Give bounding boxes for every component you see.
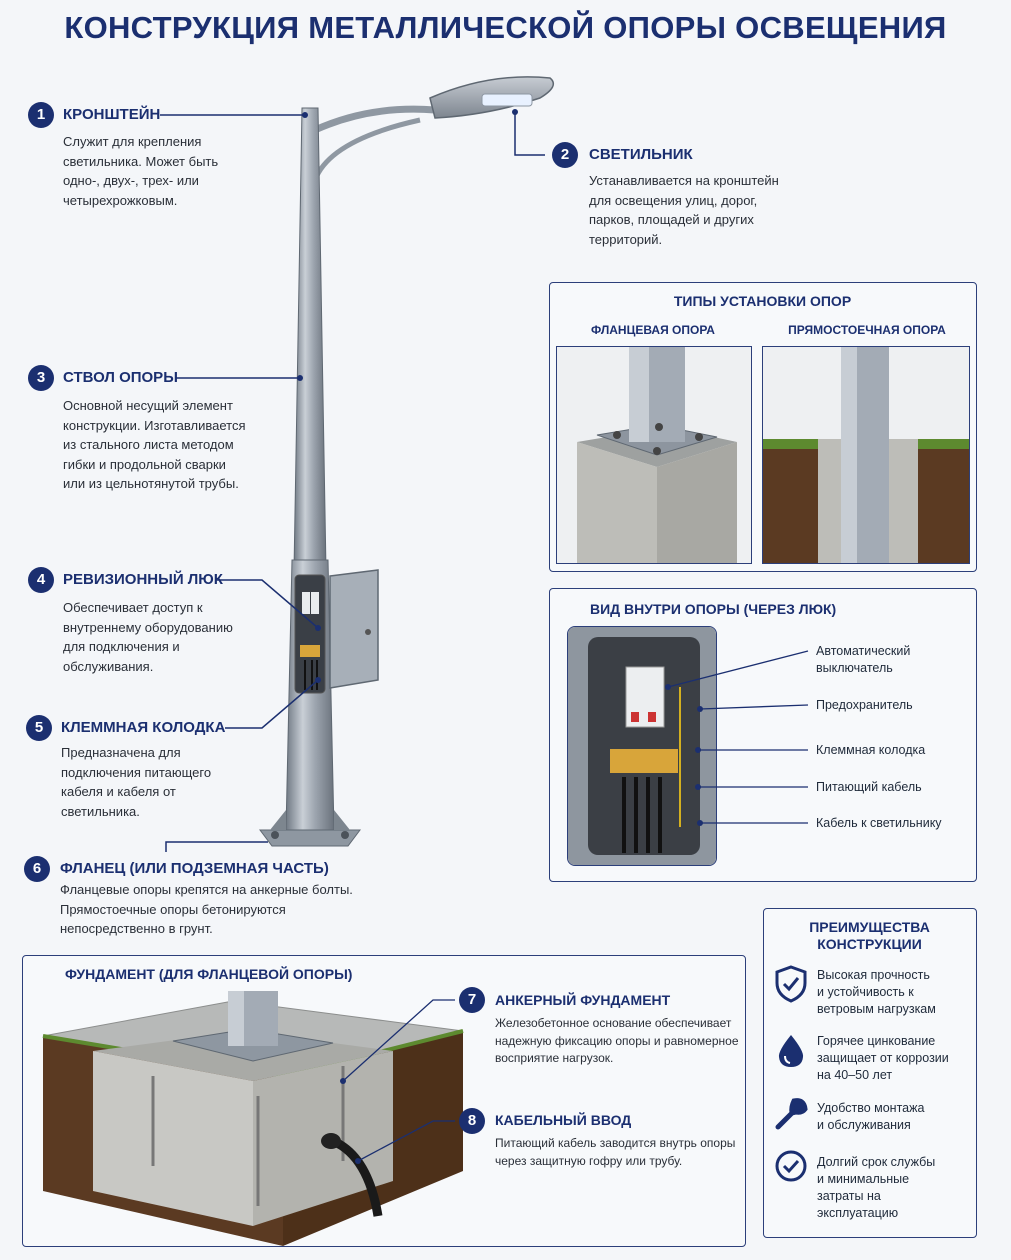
label-shaft: СТВОЛ ОПОРЫ (63, 369, 178, 386)
desc-bracket: Служит для крепления светильника. Может … (63, 134, 219, 208)
marker-4: 4 (28, 567, 54, 593)
check-circle-icon (775, 1150, 807, 1182)
foundation-leaders (340, 999, 455, 1164)
label-cable-entry: КАБЕЛЬНЫЙ ВВОД (495, 1112, 632, 1128)
flange-pole-image (556, 346, 752, 564)
shield-check-icon (775, 965, 807, 1003)
callout-lamp-cable: Кабель к светильнику (816, 816, 942, 830)
direct-pole-image (762, 346, 970, 564)
advantage-galvanizing: Горячее цинкование защищает от коррозии … (817, 1034, 949, 1082)
advantage-strength: Высокая прочность и устойчивость к ветро… (817, 968, 936, 1016)
inside-view-image (567, 626, 717, 866)
callout-supply-cable: Питающий кабель (816, 780, 922, 794)
callout-terminal: Клеммная колодка (816, 743, 926, 757)
water-drop-icon (778, 1035, 804, 1067)
desc-cable-entry: Питающий кабель заводится внутрь опоры ч… (495, 1136, 736, 1168)
inside-leaders (665, 650, 809, 826)
wrench-icon (775, 1098, 808, 1130)
label-terminal-block: КЛЕММНАЯ КОЛОДКА (61, 719, 226, 736)
desc-shaft: Основной несущий элемент конструкции. Из… (63, 398, 246, 491)
marker-3: 3 (28, 365, 54, 391)
advantages-panel: ПРЕИМУЩЕСТВА КОНСТРУКЦИИ Высокая прочнос… (763, 908, 977, 1238)
foundation-illustration (42, 991, 464, 1246)
desc-flange: Фланцевые опоры крепятся на анкерные бол… (60, 882, 353, 936)
marker-1: 1 (28, 102, 54, 128)
install-types-panel: ТИПЫ УСТАНОВКИ ОПОР ФЛАНЦЕВАЯ ОПОРА ПРЯМ… (549, 282, 977, 572)
marker-2: 2 (552, 142, 578, 168)
desc-terminal-block: Предназначена для подключения питающего … (61, 745, 212, 819)
install-types-title: ТИПЫ УСТАНОВКИ ОПОР (673, 293, 852, 309)
desc-hatch: Обеспечивает доступ к внутреннему оборуд… (63, 600, 233, 674)
advantages-title: ПРЕИМУЩЕСТВА КОНСТРУКЦИИ (809, 919, 930, 952)
page-title: КОНСТРУКЦИЯ МЕТАЛЛИЧЕСКОЙ ОПОРЫ ОСВЕЩЕНИ… (64, 10, 947, 45)
marker-7: 7 (459, 987, 485, 1013)
marker-5: 5 (26, 715, 52, 741)
pole-illustration (259, 76, 555, 847)
flange-pole-label: ФЛАНЦЕВАЯ ОПОРА (591, 323, 715, 337)
desc-luminaire: Устанавливается на кронштейн для освещен… (589, 173, 779, 247)
label-luminaire: СВЕТИЛЬНИК (589, 146, 693, 163)
label-anchor-foundation: АНКЕРНЫЙ ФУНДАМЕНТ (495, 992, 671, 1008)
marker-8: 8 (459, 1108, 485, 1134)
foundation-panel: ФУНДАМЕНТ (ДЛЯ ФЛАНЦЕВОЙ ОПОРЫ) 7 АНКЕРН (22, 955, 746, 1247)
label-flange: ФЛАНЕЦ (ИЛИ ПОДЗЕМНАЯ ЧАСТЬ) (60, 860, 329, 877)
advantage-maintenance: Удобство монтажа и обслуживания (817, 1101, 925, 1132)
label-hatch: РЕВИЗИОННЫЙ ЛЮК (63, 571, 223, 588)
desc-anchor-foundation: Железобетонное основание обеспечивает на… (495, 1016, 739, 1065)
foundation-title: ФУНДАМЕНТ (ДЛЯ ФЛАНЦЕВОЙ ОПОРЫ) (65, 966, 353, 982)
label-bracket: КРОНШТЕЙН (63, 106, 161, 123)
marker-6: 6 (24, 856, 50, 882)
callout-fuse: Предохранитель (816, 698, 913, 712)
inside-view-panel: ВИД ВНУТРИ ОПОРЫ (ЧЕРЕЗ ЛЮК) Автоматичес… (549, 588, 977, 882)
direct-pole-label: ПРЯМОСТОЕЧНАЯ ОПОРА (788, 323, 946, 337)
inside-view-title: ВИД ВНУТРИ ОПОРЫ (ЧЕРЕЗ ЛЮК) (590, 601, 837, 617)
advantage-lifetime: Долгий срок службы и минимальные затраты… (817, 1155, 936, 1220)
callout-breaker: Автоматический выключатель (816, 644, 911, 675)
